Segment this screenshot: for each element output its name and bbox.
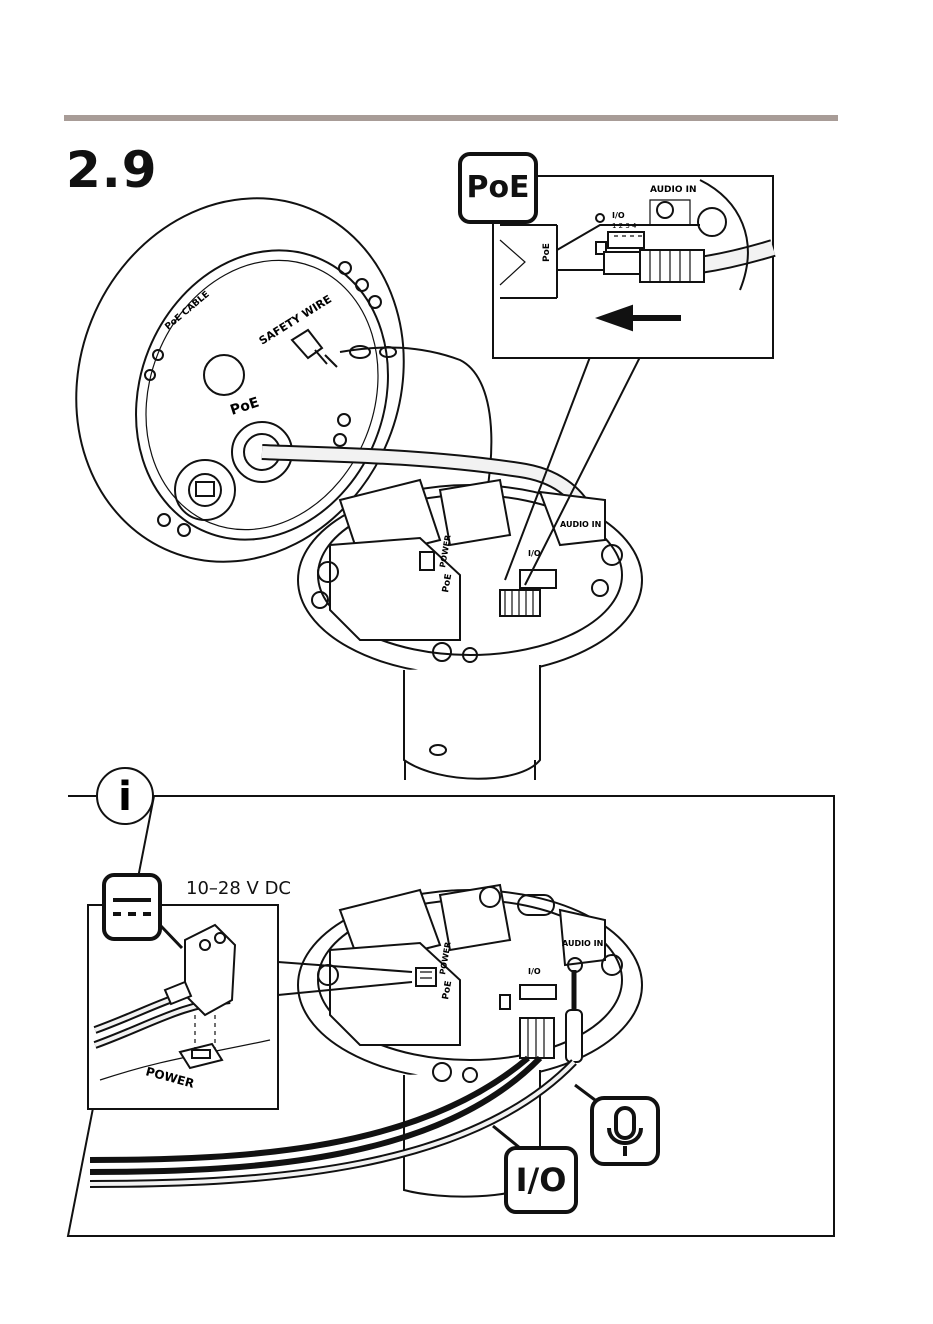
microphone-icon <box>592 1098 658 1164</box>
inset-io-pins: 1 2 3 4 <box>612 222 637 230</box>
inset-audio-label: AUDIO IN <box>650 185 696 195</box>
voltage-label: 10–28 V DC <box>186 878 291 899</box>
inset-poe-label: PoE <box>542 243 552 262</box>
board-audio-label-lower: AUDIO IN <box>562 939 603 948</box>
io-badge: I/O <box>504 1146 578 1214</box>
board-audio-label-upper: AUDIO IN <box>560 520 601 529</box>
poe-badge: PoE <box>458 152 538 224</box>
inset-io-label: I/O <box>612 211 625 220</box>
board-io-label-lower: I/O <box>528 967 541 976</box>
info-symbol: i <box>118 774 132 820</box>
